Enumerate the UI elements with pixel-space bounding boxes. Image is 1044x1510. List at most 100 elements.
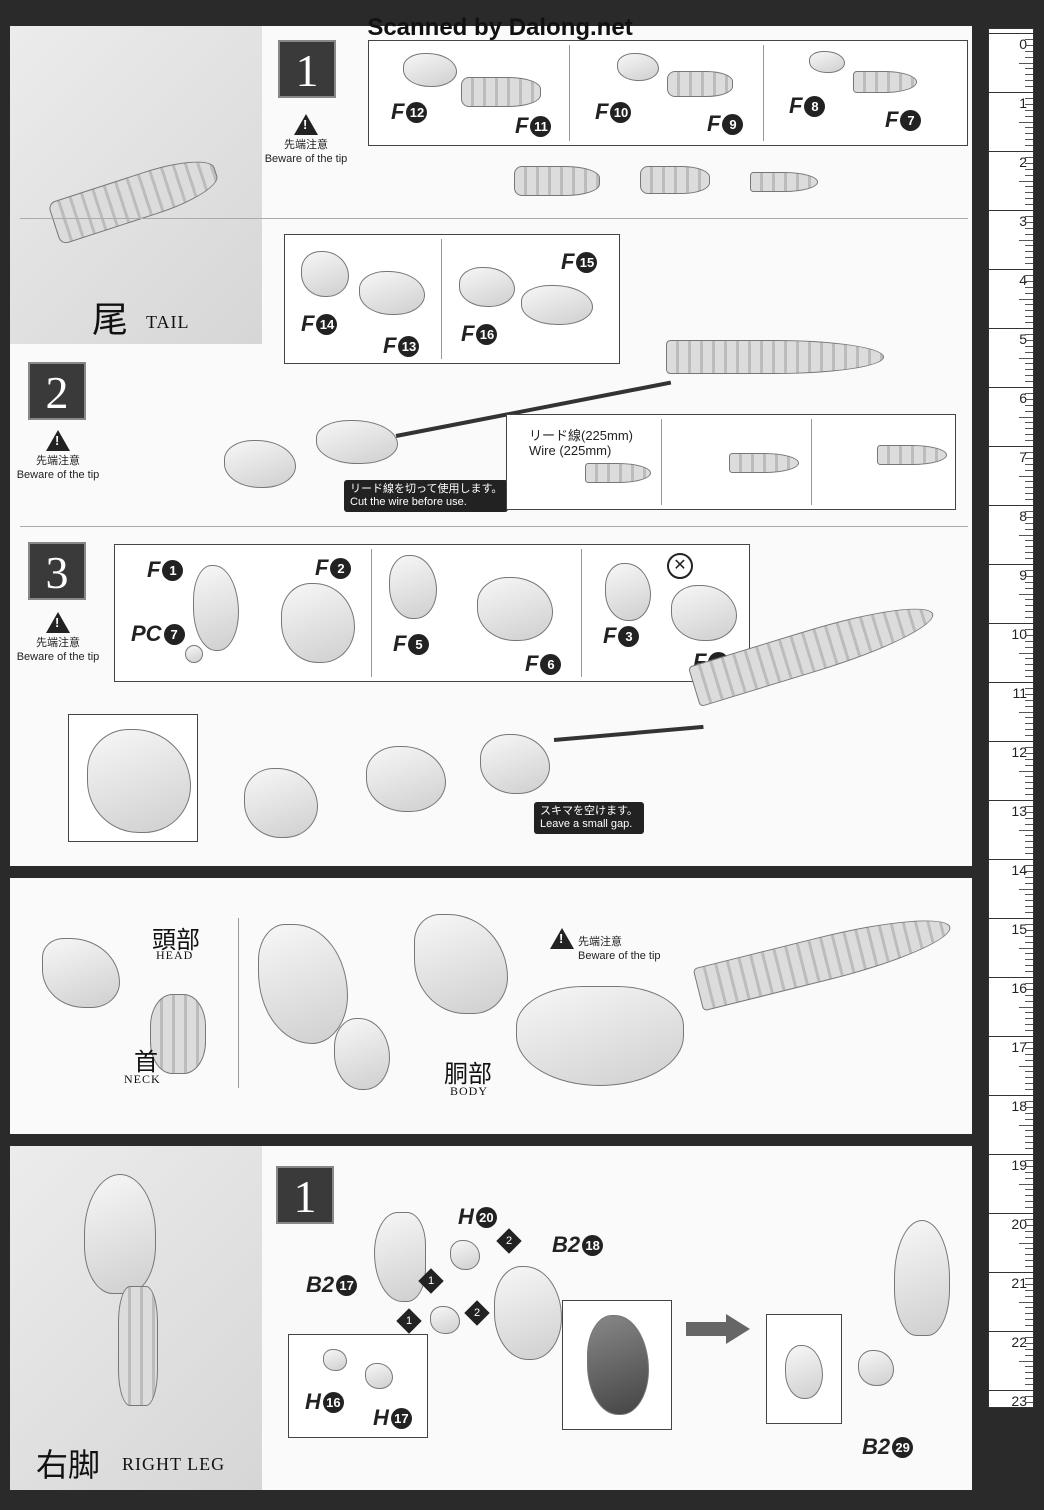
ruler-minor-tick: [1025, 646, 1033, 648]
ruler-minor-tick: [1025, 80, 1033, 82]
ruler-minor-tick: [1025, 835, 1033, 837]
ruler-minor-tick: [1025, 1071, 1033, 1073]
ruler-minor-tick: [1025, 1325, 1033, 1327]
ruler-minor-tick: [1025, 1348, 1033, 1350]
ruler-minor-tick: [1025, 115, 1033, 117]
ruler-minor-tick: [1025, 658, 1033, 660]
ruler-minor-tick: [1025, 1142, 1033, 1144]
tail-title-jp: 尾: [92, 300, 129, 341]
ruler-minor-tick: [1025, 363, 1033, 365]
ruler-minor-tick: [1025, 605, 1033, 607]
ruler-minor-tick: [1025, 906, 1033, 908]
ruler-minor-tick: [1025, 1171, 1033, 1173]
ruler-minor-tick: [1025, 1136, 1033, 1138]
ruler-minor-tick: [1025, 162, 1033, 164]
ruler-tick: 13: [989, 800, 1033, 859]
tail-step-3-caution: 先端注意 Beware of the tip: [8, 612, 108, 664]
no-glue-icon: ✕: [667, 553, 693, 579]
ruler-tick: 7: [989, 446, 1033, 505]
tail-step-3-parts-frame: F1 F2 PC7 F5 F6 ✕ F3 F4: [114, 544, 750, 682]
ruler-tick: 2: [989, 151, 1033, 210]
ruler-minor-tick: [1025, 316, 1033, 318]
ruler-minor-tick: [1025, 764, 1033, 766]
ruler-tick: 4: [989, 269, 1033, 328]
ruler-minor-tick: [1025, 1165, 1033, 1167]
ruler-minor-tick: [1025, 434, 1033, 436]
ruler-minor-tick: [1025, 322, 1033, 324]
ruler-minor-tick: [1025, 292, 1033, 294]
right-leg-illustration: 右脚 RIGHT LEG: [10, 1146, 262, 1490]
warning-icon: [294, 114, 318, 135]
ruler-minor-tick: [1025, 746, 1033, 748]
ruler-minor-tick: [1025, 640, 1033, 642]
tail-title-en: TAIL: [146, 312, 190, 332]
ruler-minor-tick: [1025, 1313, 1033, 1315]
ruler-minor-tick: [1025, 611, 1033, 613]
ruler-minor-tick: [1025, 1260, 1033, 1262]
ruler-minor-tick: [1019, 947, 1033, 949]
ruler-minor-tick: [1025, 410, 1033, 412]
ruler-minor-tick: [1025, 1047, 1033, 1049]
ruler-minor-tick: [1025, 227, 1033, 229]
ruler-minor-tick: [1025, 1106, 1033, 1108]
ruler-minor-tick: [1025, 723, 1033, 725]
warning-icon: [46, 430, 70, 451]
ruler-minor-tick: [1025, 97, 1033, 99]
ruler-tick: 8: [989, 505, 1033, 564]
ruler-minor-tick: [1025, 186, 1033, 188]
order-1b: 1: [396, 1308, 422, 1334]
ruler-minor-tick: [1025, 1000, 1033, 1002]
ruler-minor-tick: [1025, 971, 1033, 973]
ruler-minor-tick: [1025, 1401, 1033, 1403]
ruler-minor-tick: [1025, 345, 1033, 347]
arrow-right-icon: [686, 1322, 726, 1336]
ruler-minor-tick: [1025, 1307, 1033, 1309]
ruler-minor-tick: [1025, 912, 1033, 914]
watermark: Scanned by Dalong.net: [367, 14, 633, 41]
ruler-minor-tick: [1025, 935, 1033, 937]
ruler-minor-tick: [1025, 923, 1033, 925]
ruler-minor-tick: [1025, 375, 1033, 377]
ruler-minor-tick: [1025, 1148, 1033, 1150]
ruler-minor-tick: [1025, 805, 1033, 807]
ruler-minor-tick: [1025, 68, 1033, 70]
ruler-minor-tick: [1025, 333, 1033, 335]
ruler-minor-tick: [1025, 481, 1033, 483]
ruler-minor-tick: [1025, 569, 1033, 571]
ruler-minor-tick: [1025, 204, 1033, 206]
ruler-minor-tick: [1025, 1018, 1033, 1020]
head-part: [42, 938, 120, 1008]
ruler-minor-tick: [1025, 1277, 1033, 1279]
ruler-minor-tick: [1025, 847, 1033, 849]
body-label-jp: 胴部: [444, 1060, 492, 1088]
ruler-minor-tick: [1019, 1301, 1033, 1303]
ruler-tick: 15: [989, 918, 1033, 977]
ruler-minor-tick: [1025, 522, 1033, 524]
ruler-minor-tick: [1025, 440, 1033, 442]
ruler-minor-tick: [1025, 215, 1033, 217]
ruler-minor-tick: [1025, 50, 1033, 52]
ruler-minor-tick: [1025, 1372, 1033, 1374]
ruler-minor-tick: [1025, 369, 1033, 371]
ruler-minor-tick: [1025, 953, 1033, 955]
ruler-minor-tick: [1019, 416, 1033, 418]
ruler-minor-tick: [1025, 782, 1033, 784]
ruler-minor-tick: [1025, 404, 1033, 406]
wire-frame: リード線(225mm) Wire (225mm): [506, 414, 956, 510]
ruler-minor-tick: [1025, 676, 1033, 678]
ruler-minor-tick: [1019, 121, 1033, 123]
ruler-minor-tick: [1025, 959, 1033, 961]
ruler-minor-tick: [1025, 1059, 1033, 1061]
ruler-minor-tick: [1025, 1295, 1033, 1297]
ruler-minor-tick: [1025, 599, 1033, 601]
ruler-minor-tick: [1025, 103, 1033, 105]
